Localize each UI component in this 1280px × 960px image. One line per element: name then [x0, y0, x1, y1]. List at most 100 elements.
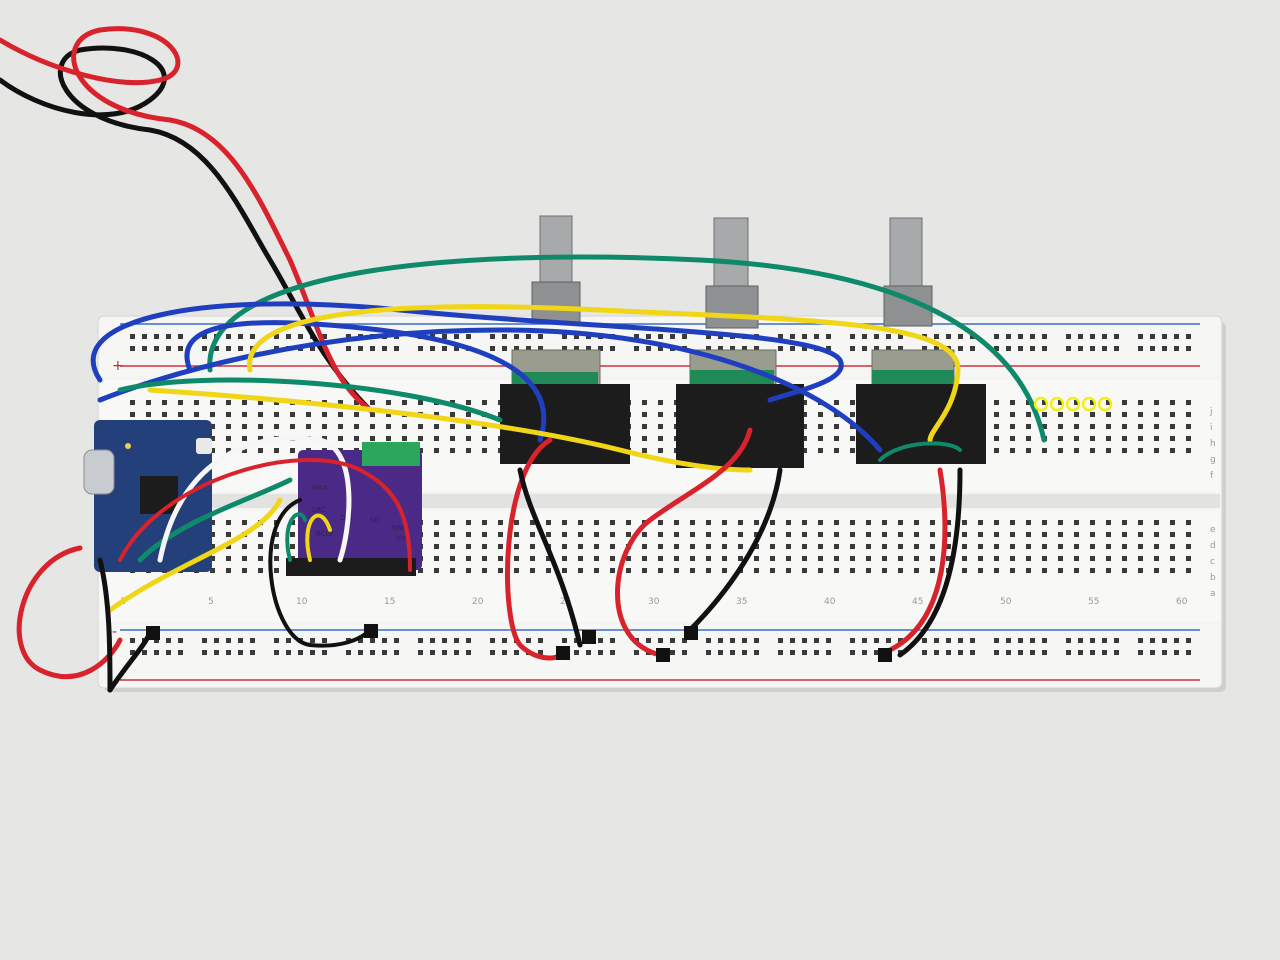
breadboard-hole	[790, 334, 795, 339]
breadboard-hole	[290, 520, 295, 525]
breadboard-hole	[898, 532, 903, 537]
audio-module-label-max: MAX	[312, 484, 328, 492]
breadboard-hole	[994, 424, 999, 429]
column-number: 15	[384, 597, 395, 607]
breadboard-hole	[930, 544, 935, 549]
breadboard-hole	[402, 424, 407, 429]
breadboard-hole	[706, 638, 711, 643]
breadboard-hole	[286, 334, 291, 339]
breadboard-hole	[214, 638, 219, 643]
breadboard-hole	[454, 346, 459, 351]
breadboard-hole	[242, 448, 247, 453]
breadboard-hole	[418, 638, 423, 643]
breadboard-hole	[370, 346, 375, 351]
breadboard-hole	[226, 424, 231, 429]
breadboard-hole	[310, 346, 315, 351]
breadboard-hole	[466, 400, 471, 405]
breadboard-hole	[1042, 568, 1047, 573]
breadboard-hole	[1186, 650, 1191, 655]
breadboard-hole	[574, 334, 579, 339]
breadboard-hole	[450, 556, 455, 561]
breadboard-hole	[754, 650, 759, 655]
breadboard-hole	[1154, 556, 1159, 561]
breadboard-hole	[682, 638, 687, 643]
breadboard-hole	[358, 638, 363, 643]
breadboard-hole	[1066, 650, 1071, 655]
breadboard-hole	[1114, 650, 1119, 655]
breadboard-hole	[546, 520, 551, 525]
breadboard-hole	[1122, 556, 1127, 561]
breadboard-hole	[850, 532, 855, 537]
breadboard-hole	[598, 638, 603, 643]
breadboard-hole	[346, 334, 351, 339]
breadboard-hole	[142, 650, 147, 655]
breadboard-hole	[1026, 556, 1031, 561]
breadboard-hole	[722, 544, 727, 549]
breadboard-hole	[466, 334, 471, 339]
breadboard-hole	[834, 532, 839, 537]
breadboard-hole	[370, 650, 375, 655]
breadboard-hole	[1138, 412, 1143, 417]
breadboard-hole	[1170, 424, 1175, 429]
breadboard-hole	[802, 412, 807, 417]
row-letter: d	[1210, 541, 1216, 551]
breadboard-hole	[1122, 448, 1127, 453]
breadboard-hole	[530, 520, 535, 525]
potentiometer-3-shaft	[889, 217, 923, 289]
breadboard-hole	[1122, 532, 1127, 537]
breadboard-hole	[594, 520, 599, 525]
breadboard-hole	[502, 334, 507, 339]
breadboard-hole	[802, 650, 807, 655]
breadboard-hole	[370, 424, 375, 429]
breadboard-hole	[498, 520, 503, 525]
breadboard-hole	[142, 346, 147, 351]
breadboard-hole	[354, 412, 359, 417]
breadboard-hole	[434, 568, 439, 573]
breadboard-hole	[626, 556, 631, 561]
breadboard-hole	[930, 556, 935, 561]
breadboard-hole	[490, 638, 495, 643]
breadboard-hole	[1122, 400, 1127, 405]
breadboard-hole	[898, 556, 903, 561]
breadboard-hole	[1074, 544, 1079, 549]
breadboard-hole	[706, 556, 711, 561]
breadboard-hole	[802, 556, 807, 561]
breadboard-hole	[778, 650, 783, 655]
breadboard-hole	[778, 334, 783, 339]
breadboard-hole	[214, 346, 219, 351]
breadboard-hole	[1042, 334, 1047, 339]
breadboard-hole	[1090, 650, 1095, 655]
breadboard-hole	[298, 334, 303, 339]
breadboard-hole	[1090, 412, 1095, 417]
breadboard-hole	[290, 448, 295, 453]
center-channel	[100, 494, 1220, 508]
breadboard-hole	[194, 400, 199, 405]
row-letter: a	[1210, 589, 1216, 599]
breadboard-hole	[642, 532, 647, 537]
breadboard-hole	[178, 412, 183, 417]
breadboard-hole	[1010, 448, 1015, 453]
breadboard-hole	[642, 412, 647, 417]
breadboard-hole	[1170, 568, 1175, 573]
breadboard-hole	[466, 650, 471, 655]
breadboard-hole	[562, 568, 567, 573]
breadboard-hole	[1010, 520, 1015, 525]
breadboard-hole	[994, 650, 999, 655]
breadboard-hole	[242, 568, 247, 573]
breadboard-hole	[658, 568, 663, 573]
wire-black-audio	[268, 498, 372, 648]
breadboard-hole	[1030, 638, 1035, 643]
breadboard-hole	[454, 650, 459, 655]
breadboard-hole	[202, 346, 207, 351]
breadboard-hole	[862, 334, 867, 339]
breadboard-hole	[814, 650, 819, 655]
breadboard-hole	[626, 520, 631, 525]
breadboard-hole	[862, 346, 867, 351]
breadboard-hole	[1042, 412, 1047, 417]
breadboard-hole	[578, 532, 583, 537]
breadboard-hole	[1078, 650, 1083, 655]
breadboard-hole	[882, 568, 887, 573]
breadboard-hole	[658, 412, 663, 417]
mcu-chip	[140, 476, 178, 514]
breadboard-hole	[370, 412, 375, 417]
